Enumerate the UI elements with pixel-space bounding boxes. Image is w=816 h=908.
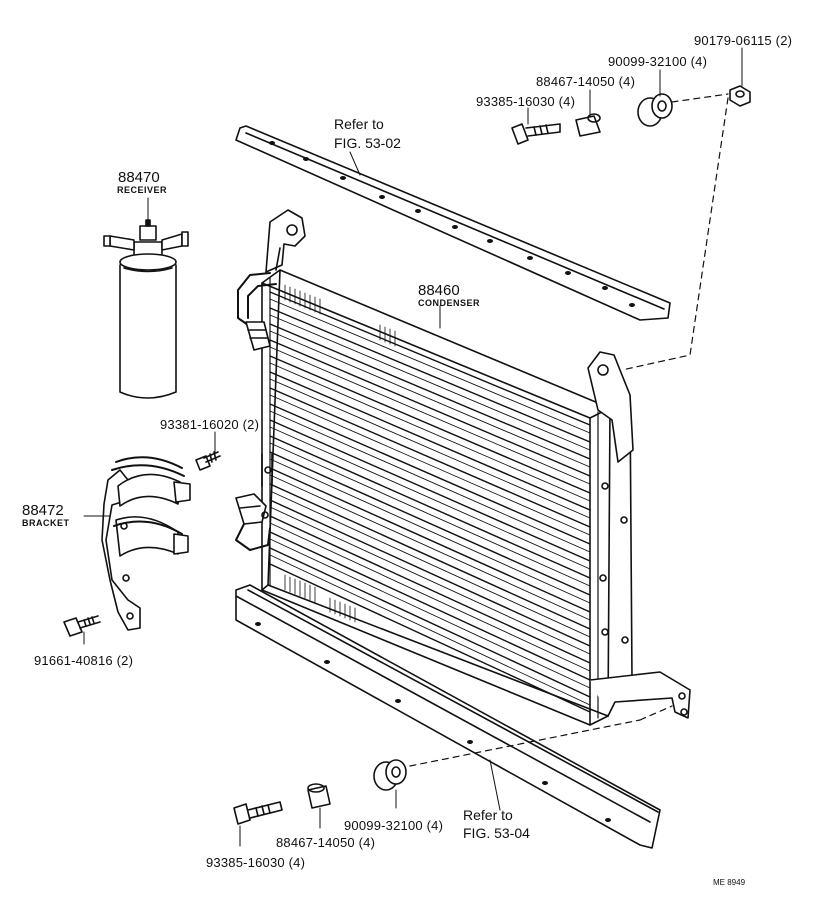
label-93381-16020: 93381-16020 (2) — [160, 417, 260, 432]
refer-bottom-line1: Refer to — [463, 807, 513, 823]
refer-bottom-line2: FIG. 53-04 — [463, 825, 530, 841]
label-90179-06115: 90179-06115 (2) — [694, 33, 793, 48]
receiver — [103, 219, 189, 399]
receiver-part-number: 88470 — [118, 169, 160, 186]
refer-top-line1: Refer to — [334, 116, 384, 132]
bolt-91661 — [63, 615, 101, 637]
label-91661-40816: 91661-40816 (2) — [34, 653, 134, 668]
diagram-code: ME 8949 — [713, 878, 746, 887]
leader-lines — [83, 47, 743, 847]
bolt-93381 — [195, 451, 221, 471]
receiver-label: RECEIVER — [117, 185, 168, 195]
top-hardware — [511, 85, 751, 145]
condenser-part-number: 88460 — [418, 282, 460, 299]
bracket — [101, 456, 191, 631]
label-90099-32100-top: 90099-32100 (4) — [608, 54, 708, 69]
bottom-seal-strip — [235, 584, 661, 849]
alignment-lines — [409, 93, 729, 767]
bracket-part-number: 88472 — [22, 502, 64, 519]
top-seal-strip — [235, 125, 671, 321]
bottom-hardware — [233, 759, 407, 825]
label-93385-16030-bottom: 93385-16030 (4) — [206, 855, 306, 870]
label-90099-32100-bottom: 90099-32100 (4) — [344, 818, 444, 833]
refer-top-line2: FIG. 53-02 — [334, 135, 401, 151]
label-88467-14050-top: 88467-14050 (4) — [536, 74, 636, 89]
bracket-label: BRACKET — [22, 518, 70, 528]
label-93385-16030-top: 93385-16030 (4) — [476, 94, 576, 109]
condenser — [235, 209, 691, 726]
condenser-label: CONDENSER — [418, 298, 481, 308]
label-88467-14050-bottom: 88467-14050 (4) — [276, 835, 376, 850]
